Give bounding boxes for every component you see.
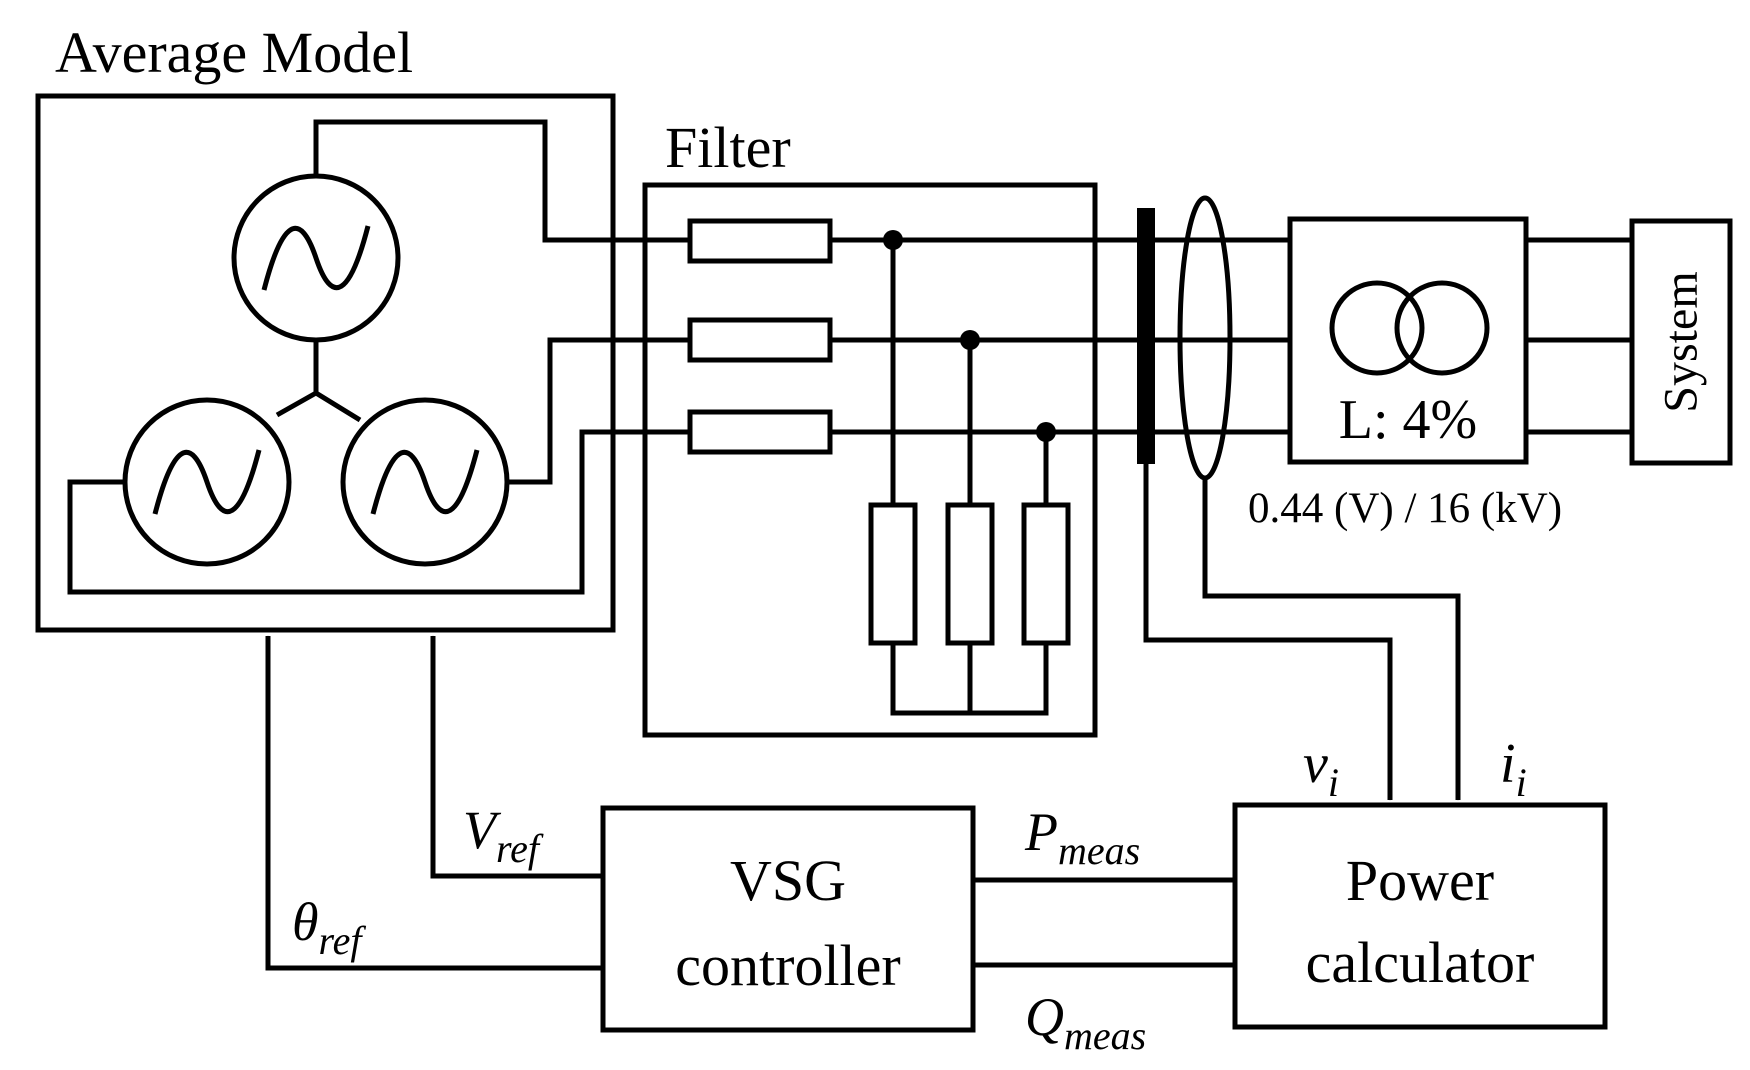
vsg-controller-label-line2: controller bbox=[675, 933, 900, 998]
power-calculator-block: Power calculator bbox=[1232, 802, 1608, 1030]
system-block: System bbox=[1629, 218, 1733, 466]
theta-ref-label: θref bbox=[292, 892, 366, 963]
current-signal-label: ii bbox=[1500, 733, 1527, 805]
transformer-block: L: 4% 0.44 (V) / 16 (kV) bbox=[1248, 216, 1632, 532]
voltage-bus-bar bbox=[1137, 208, 1155, 464]
system-label: System bbox=[1655, 271, 1708, 412]
power-calculator-label-line1: Power bbox=[1346, 848, 1494, 913]
series-resistor bbox=[687, 317, 833, 363]
filter-label: Filter bbox=[665, 115, 791, 180]
shunt-resistor bbox=[868, 502, 918, 646]
theta-ref-line bbox=[265, 635, 603, 971]
v-ref-label: Vref bbox=[463, 800, 544, 871]
shunt-resistor bbox=[1021, 502, 1071, 646]
voltage-signal-label: vi bbox=[1303, 733, 1339, 805]
p-meas-label: Pmeas bbox=[1024, 802, 1140, 873]
vsg-controller-block: VSG controller bbox=[600, 805, 976, 1033]
v-ref-line bbox=[430, 635, 603, 879]
transformer-leakage-label: L: 4% bbox=[1339, 389, 1477, 451]
average-model-block: Average Model bbox=[35, 20, 690, 633]
series-resistor bbox=[687, 409, 833, 455]
vsg-controller-label-line1: VSG bbox=[730, 848, 846, 913]
voltage-measurement-line bbox=[1143, 464, 1393, 801]
transformer-icon bbox=[1394, 280, 1490, 376]
power-calculator-label-line2: calculator bbox=[1306, 930, 1535, 995]
transformer-ratio-label: 0.44 (V) / 16 (kV) bbox=[1248, 485, 1562, 532]
average-model-label: Average Model bbox=[55, 20, 413, 85]
shunt-resistor bbox=[945, 502, 995, 646]
series-resistor bbox=[687, 218, 833, 264]
transformer-icon bbox=[1329, 280, 1425, 376]
filter-block: Filter bbox=[642, 115, 1290, 738]
q-meas-label: Qmeas bbox=[1025, 987, 1146, 1058]
current-measurement-line bbox=[1202, 478, 1461, 801]
